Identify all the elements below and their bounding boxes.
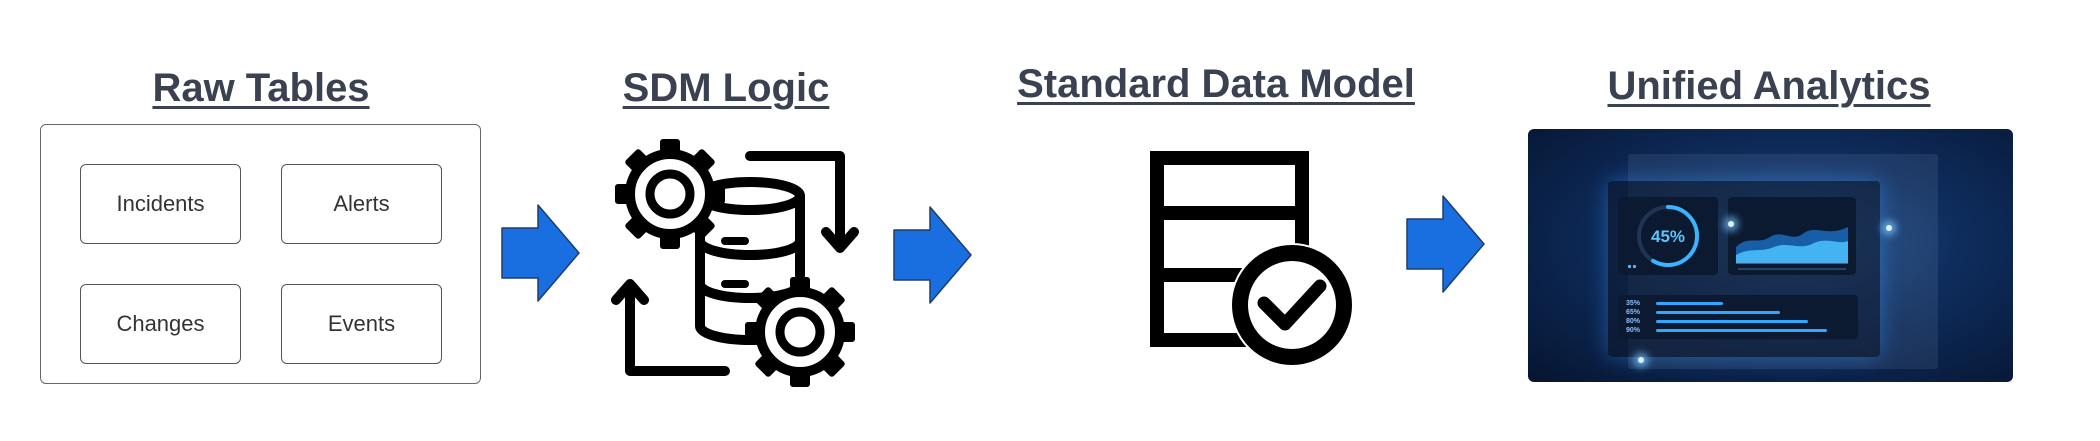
light-glint [1886, 225, 1892, 231]
flow-arrow-1 [501, 204, 580, 302]
progress-bar [1656, 329, 1827, 332]
area-chart-panel [1728, 197, 1856, 275]
gauge-panel: 45% [1618, 197, 1718, 275]
raw-tables-frame [40, 124, 481, 384]
raw-tables-title: Raw Tables [152, 66, 370, 110]
table-box-alerts: Alerts [281, 164, 442, 244]
dashboard-card: 45% 35% 65% 80% 90% [1608, 181, 1880, 357]
flow-arrow-2 [893, 206, 972, 304]
gears-database-icon [611, 139, 859, 387]
progress-bars-panel: 35% 65% 80% 90% [1618, 295, 1858, 339]
gauge-value: 45% [1650, 227, 1686, 246]
bar-label: 80% [1626, 318, 1641, 325]
area-chart-icon [1736, 227, 1848, 270]
analytics-dashboard-image: 45% 35% 65% 80% 90% [1528, 129, 2013, 382]
progress-bar [1656, 311, 1780, 314]
bar-label: 65% [1626, 309, 1641, 316]
sdm-logic-title: SDM Logic [622, 66, 830, 110]
bar-label: 35% [1626, 300, 1641, 307]
light-glint [1728, 221, 1734, 227]
data-table-check-icon [1150, 151, 1354, 367]
table-box-changes: Changes [80, 284, 241, 364]
standard-data-model-title: Standard Data Model [1017, 62, 1415, 106]
progress-bar [1656, 320, 1808, 323]
progress-bar [1656, 302, 1723, 305]
flow-arrow-3 [1406, 195, 1485, 293]
table-box-events: Events [281, 284, 442, 364]
bar-label: 90% [1626, 327, 1641, 334]
unified-analytics-title: Unified Analytics [1607, 64, 1931, 108]
table-box-incidents: Incidents [80, 164, 241, 244]
light-glint [1638, 357, 1644, 363]
gauge-ring-icon [1628, 205, 1699, 268]
